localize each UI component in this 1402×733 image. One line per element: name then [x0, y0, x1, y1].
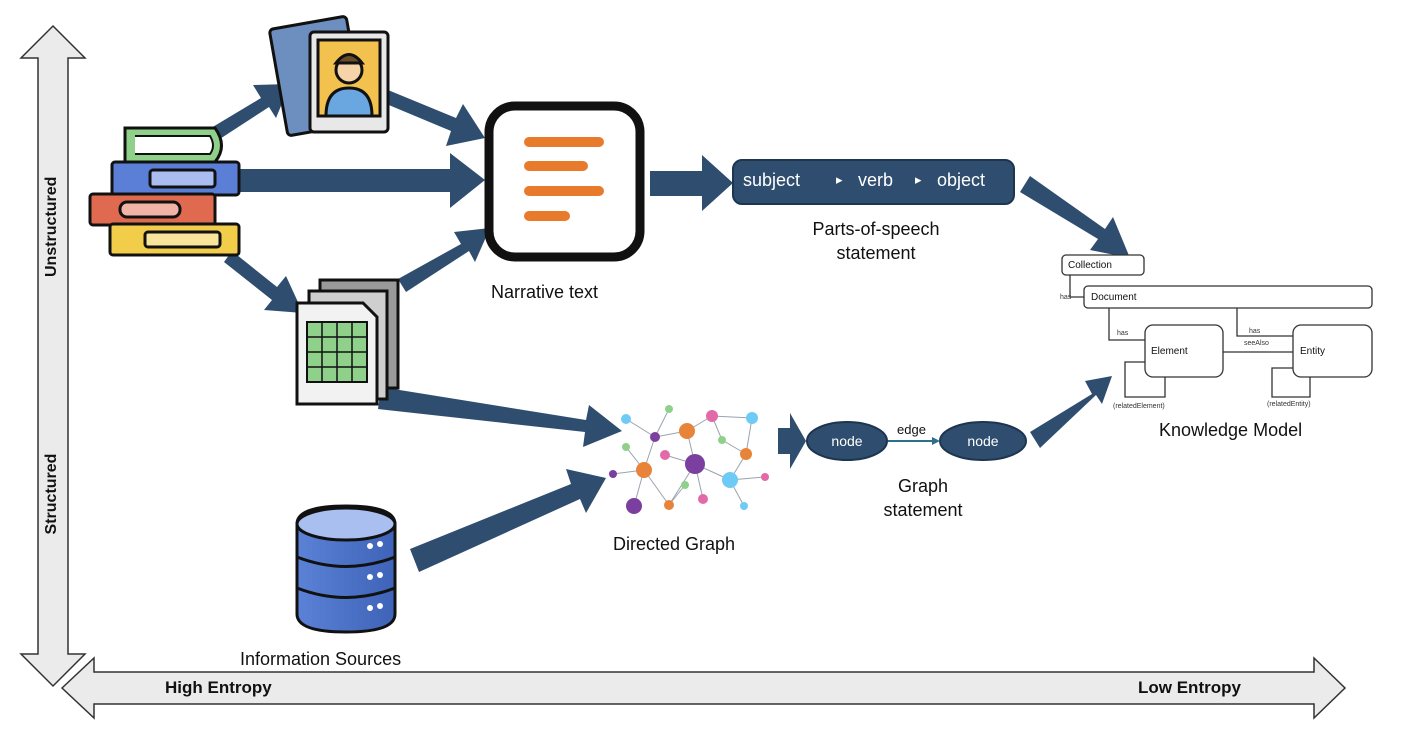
km-related-entity: (relatedEntity)	[1267, 401, 1311, 408]
label-knowledge-model: Knowledge Model	[1159, 420, 1303, 440]
label-graph-line2: statement	[883, 500, 963, 520]
arrow-database-to-graph	[410, 469, 606, 572]
km-collection-label: Collection	[1068, 260, 1112, 271]
books-icon	[88, 126, 241, 257]
km-collection-box	[1061, 254, 1145, 276]
arrow-books-to-narrative	[240, 153, 485, 208]
arrow-narrative-to-pos	[650, 155, 733, 211]
km-see-also: seeAlso	[1244, 340, 1269, 347]
arrow-graph-to-statement	[778, 413, 806, 469]
km-element-label: Element	[1151, 346, 1188, 357]
pos-subject: subject	[743, 170, 801, 190]
km-entity-box	[1292, 324, 1373, 378]
vertical-axis-arrow	[19, 24, 87, 688]
km-element-box	[1144, 324, 1224, 378]
label-directed-graph: Directed Graph	[613, 534, 736, 554]
km-related-element: (relatedElement)	[1113, 403, 1165, 410]
label-pos-line1: Parts-of-speech	[812, 219, 940, 239]
arrow-pos-to-km	[1020, 176, 1130, 258]
km-entity-label: Entity	[1300, 346, 1326, 357]
arrow-photos-to-narrative	[384, 90, 485, 146]
network-graph-icon	[609, 405, 769, 514]
database-icon	[295, 504, 397, 634]
pos-verb: verb	[858, 170, 894, 190]
axis-label-high-entropy: High Entropy	[165, 678, 272, 697]
km-has-3: has	[1249, 328, 1261, 335]
horizontal-axis-arrow	[60, 656, 1347, 720]
graph-edge-arrowhead	[932, 437, 940, 445]
label-narrative-text: Narrative text	[491, 282, 599, 302]
axis-label-unstructured: Unstructured	[43, 176, 60, 277]
graph-node-right-label: node	[967, 433, 999, 449]
pos-separator-2: ▸	[915, 172, 922, 187]
label-pos-line2: statement	[836, 243, 916, 263]
arrow-spreadsheet-to-graph	[378, 387, 622, 447]
pos-statement-pill	[732, 159, 1015, 205]
graph-edge-label: edge	[897, 422, 926, 437]
km-document-label: Document	[1091, 292, 1137, 303]
arrow-books-to-photos	[201, 84, 290, 146]
km-has-1: has	[1060, 294, 1072, 301]
narrative-text-icon	[484, 101, 645, 262]
spreadsheet-icon	[295, 278, 400, 406]
pos-separator-1: ▸	[836, 172, 843, 187]
km-has-2: has	[1117, 330, 1129, 337]
arrow-books-to-spreadsheet	[224, 251, 303, 313]
photos-icon	[268, 15, 390, 137]
pos-object: object	[937, 170, 986, 190]
axis-label-structured: Structured	[43, 453, 60, 535]
label-information-sources: Information Sources	[240, 649, 402, 669]
arrow-statement-to-km	[1030, 376, 1112, 448]
graph-node-left-label: node	[831, 433, 863, 449]
knowledge-model-diagram	[1061, 254, 1373, 398]
label-graph-line1: Graph	[897, 476, 949, 496]
flow-arrows	[201, 84, 1130, 572]
axis-label-low-entropy: Low Entropy	[1138, 678, 1241, 697]
graph-node-left	[806, 421, 888, 461]
arrow-spreadsheet-to-narrative	[398, 228, 490, 292]
